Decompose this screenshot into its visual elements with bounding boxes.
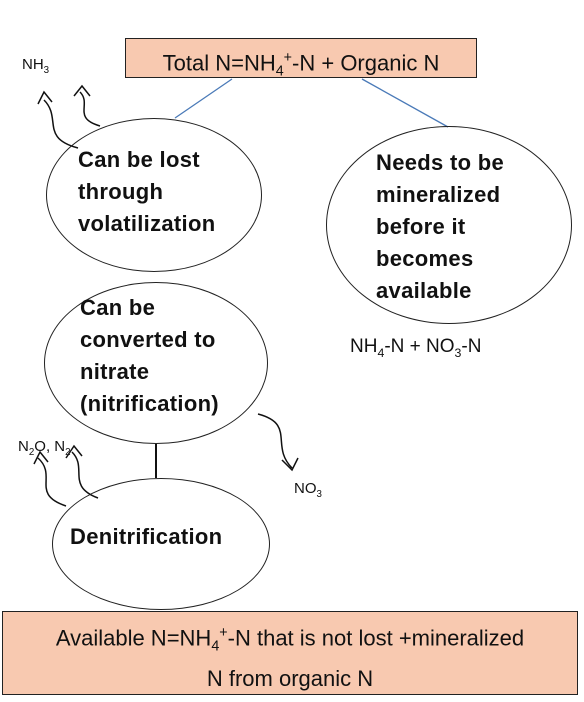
total-n-tail: -N + Organic N — [292, 50, 440, 76]
mp-e: -N — [461, 336, 482, 357]
no3-label: NO3 — [294, 480, 322, 500]
mp-d: 3 — [454, 345, 462, 360]
total-n-text: Total N=NH — [162, 50, 276, 76]
nitrification-line-2: converted to — [80, 327, 216, 352]
available-n-line-1: Available N=NH4+-N that is not lost +min… — [3, 618, 577, 663]
no3-a: NO — [294, 480, 317, 497]
available-n-line-2: N from organic N — [206, 665, 374, 691]
mineralization-label: Needs to be mineralized before it become… — [376, 147, 504, 307]
avail-a: Available N=NH — [55, 625, 212, 651]
mineralization-line-1: Needs to be — [376, 150, 504, 175]
nitrification-label: Can be converted to nitrate (nitrificati… — [80, 292, 219, 420]
mineralization-line-4: becomes — [376, 246, 474, 271]
total-n-sub: 4 — [275, 63, 284, 80]
total-n-box: Total N=NH4+-N + Organic N — [125, 38, 477, 80]
avail-sup: + — [219, 625, 228, 641]
connector-to-volatilization — [174, 78, 233, 119]
volatilization-node — [46, 118, 262, 272]
no3-b: 3 — [316, 489, 322, 500]
nitrification-line-3: nitrate — [80, 359, 150, 384]
mineralization-line-2: mineralized — [376, 182, 501, 207]
denitrification-node — [52, 478, 270, 610]
volatilization-line-2: through — [78, 179, 164, 204]
no3-leaching-arrow-icon — [257, 413, 299, 472]
nitrification-line-1: Can be — [80, 295, 156, 320]
volatilization-label: Can be lost through volatilization — [78, 144, 215, 240]
total-n-sup: + — [283, 50, 293, 66]
available-n-box: Available N=NH4+-N that is not lost +min… — [2, 611, 578, 695]
n2o-b: 2 — [28, 447, 35, 458]
nitrification-line-4: (nitrification) — [80, 391, 219, 416]
avail-b: -N that is not lost +mineralized — [227, 625, 525, 651]
n2o-n2-label: N2O, N2 — [18, 438, 71, 458]
mp-b: 4 — [377, 345, 385, 360]
n2o-c: O, N — [34, 438, 66, 455]
nh3-label: NH3 — [22, 56, 49, 76]
n2o-a: N — [18, 438, 29, 455]
connector-to-mineralized — [361, 78, 449, 128]
n2o-d: 2 — [65, 447, 71, 458]
mineral-products-label: NH4-N + NO3-N — [350, 336, 481, 360]
mineralization-line-3: before it — [376, 214, 466, 239]
mineralization-node — [326, 126, 572, 324]
avail-sub: 4 — [211, 638, 220, 655]
nh3-a: NH — [22, 56, 44, 73]
volatilization-line-1: Can be lost — [78, 147, 200, 172]
nh3-gas-arrow-icon — [37, 84, 101, 149]
nh3-b: 3 — [43, 65, 50, 76]
denitrification-label: Denitrification — [70, 524, 223, 549]
mp-c: -N + NO — [384, 336, 455, 357]
volatilization-line-3: volatilization — [78, 211, 216, 236]
mineralization-line-5: available — [376, 278, 472, 303]
mp-a: NH — [350, 336, 378, 357]
nitrification-node — [44, 282, 268, 444]
